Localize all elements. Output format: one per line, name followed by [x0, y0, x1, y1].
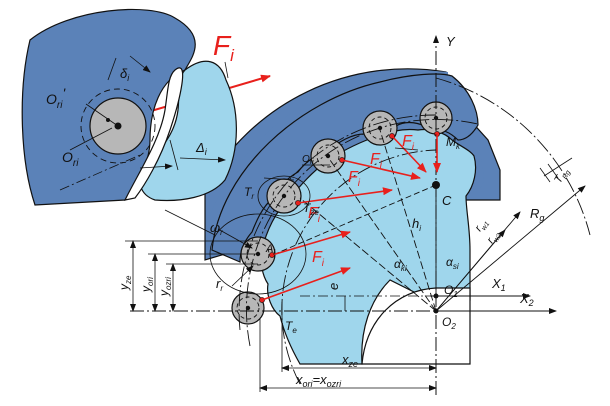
label-delta-i: δi [120, 66, 130, 83]
center-o2 [433, 308, 439, 314]
inset-gap [123, 67, 184, 201]
label-alpha-si: αsi [446, 255, 459, 271]
label-t-ze: Tze [303, 201, 319, 217]
label-y-ze: yze [117, 275, 133, 291]
label-y-ori: yori [139, 277, 155, 293]
label-t-r: Tr [244, 185, 254, 201]
label-x-ori-eq: xori=xozri [295, 372, 342, 389]
label-t-e: Te [285, 319, 297, 335]
label-r-g: Rg [530, 206, 544, 223]
label-axis-x1: X1 [491, 276, 506, 293]
inset-light [139, 60, 237, 202]
label-axis-y: Y [446, 34, 456, 49]
label-big-delta-i: Δi [195, 140, 208, 157]
label-point-o2: O2 [442, 315, 456, 331]
label-force-2: Fi [308, 205, 321, 225]
label-r-w2: rw2 [485, 228, 504, 246]
label-h-i: hi [412, 216, 421, 233]
label-omega-r: ωr [210, 220, 223, 237]
label-e: e [326, 283, 341, 290]
label-o-ri-prime: Ori' [46, 85, 66, 111]
label-point-c: C [442, 193, 452, 208]
labels: Fi Y X1 X2 C O1 O2 Ai Fi Fi Fi Fi Fi δi … [46, 30, 572, 389]
dimension-lines [125, 147, 573, 392]
detail-inset [21, 8, 237, 236]
label-force-1: Fi [312, 249, 325, 269]
label-point-o1: O1 [444, 283, 458, 299]
label-force-5: Fi [402, 133, 415, 153]
label-r-r: rr [216, 276, 223, 293]
radius-lines [274, 129, 586, 312]
label-force-main: Fi [213, 30, 235, 65]
label-force-4: Fi [370, 151, 383, 171]
label-alpha-ki: αki [394, 257, 407, 273]
label-t-rg: TRg [552, 166, 572, 187]
label-o-ri-ring: Ori [302, 154, 314, 166]
center-c [432, 181, 440, 189]
label-m-k: Mk [446, 135, 461, 151]
label-r-w1: rw1 [473, 216, 492, 234]
label-force-3: Fi [348, 169, 361, 189]
label-axis-x2: X2 [519, 291, 534, 308]
reference-arcs [238, 77, 591, 385]
label-y-ozri: yozri [157, 277, 173, 297]
label-o-ri: Ori [62, 149, 79, 169]
cam-bore [361, 287, 471, 365]
label-x-ze: xze [341, 352, 358, 369]
label-point-ai: Ai [265, 243, 275, 257]
